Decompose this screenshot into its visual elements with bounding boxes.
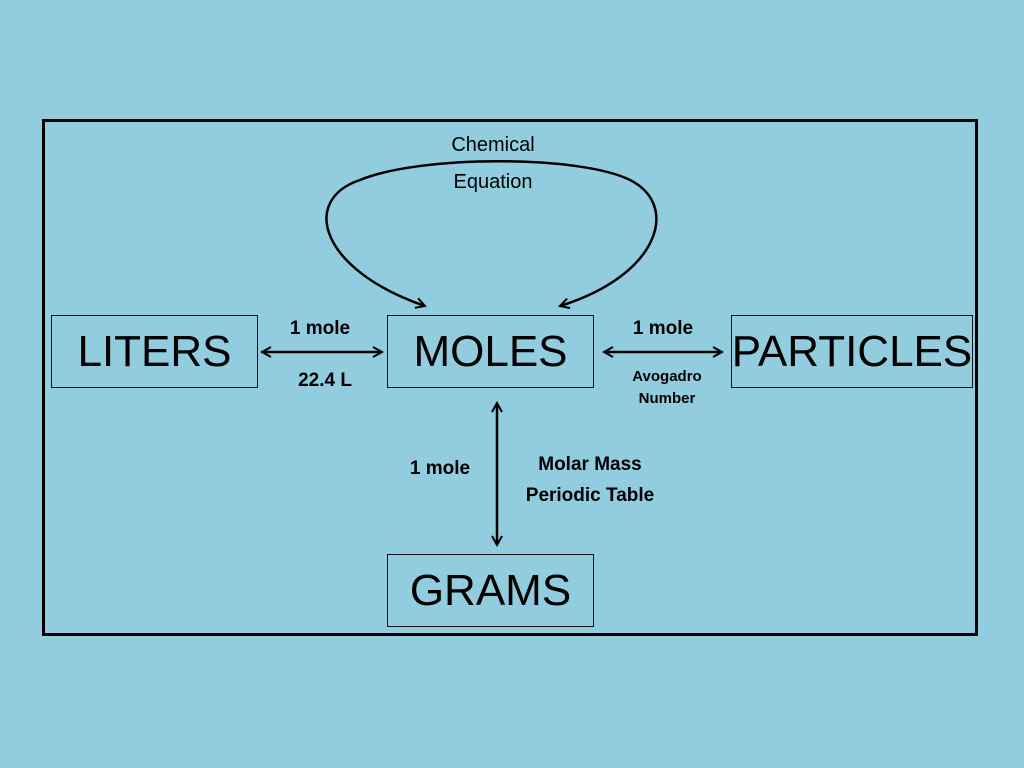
grams-label: GRAMS <box>409 565 572 615</box>
particles-link-top-label: 1 mole <box>632 318 694 339</box>
liters-link-top-label: 1 mole <box>289 318 351 339</box>
particles-node: PARTICLES <box>731 315 973 388</box>
moles-label: MOLES <box>413 326 568 376</box>
grams-node: GRAMS <box>387 554 594 627</box>
particles-label: PARTICLES <box>731 326 973 376</box>
particles-link-bottom-label: Avogadro Number <box>632 368 702 407</box>
chemical-equation-label: Chemical Equation <box>451 134 535 193</box>
grams-link-left-label: 1 mole <box>409 458 471 479</box>
moles-node: MOLES <box>387 315 594 388</box>
diagram-frame <box>42 119 978 636</box>
liters-link-bottom-label: 22.4 L <box>298 370 352 391</box>
grams-link-right-label: Molar Mass Periodic Table <box>525 454 655 506</box>
liters-node: LITERS <box>51 315 258 388</box>
liters-label: LITERS <box>77 326 232 376</box>
chemical-equation-loop <box>325 160 658 306</box>
